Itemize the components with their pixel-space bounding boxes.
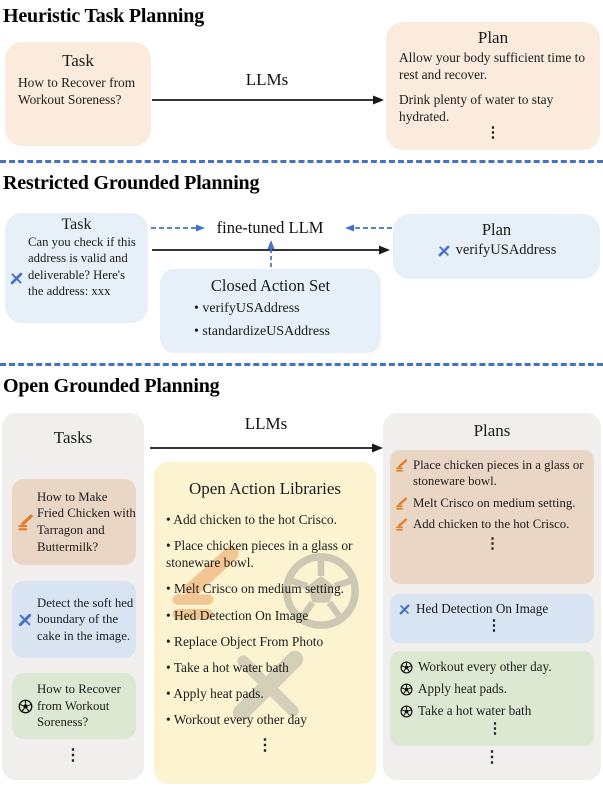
tasks-ellipsis: ⋮ <box>65 747 81 764</box>
task-card-text: How to Recover from Workout Soreness? <box>37 682 121 730</box>
library-item: Apply heat pads. <box>166 685 368 702</box>
task-card-text: How to Make Fried Chicken with Tarragon … <box>37 489 136 554</box>
library-item: Workout every other day <box>166 711 368 728</box>
library-item: Place chicken pieces in a glass or stone… <box>166 537 368 571</box>
library-item: Replace Object From Photo <box>166 633 368 650</box>
heuristic-plan-ellipsis: ⋮ <box>485 124 501 141</box>
open-arrow <box>150 443 383 453</box>
heuristic-task-box: Task How to Recover from Workout Sorenes… <box>5 42 151 146</box>
actionset-to-llm-dashed-arrow <box>267 240 275 267</box>
tools-icon <box>10 272 23 285</box>
heuristic-plan-box: Plan Allow your body sufficient time to … <box>386 22 600 150</box>
finetuned-llm-label: fine-tuned LLM <box>216 218 324 237</box>
task-card-tools: Detect the soft hed boundary of the cake… <box>12 581 136 658</box>
restricted-section-heading: Restricted Grounded Planning <box>3 172 260 194</box>
closed-action-set-title: Closed Action Set <box>210 276 331 295</box>
closed-action-item: standardizeUSAddress <box>160 324 381 340</box>
library-item: Take a hot water bath <box>166 659 368 676</box>
plan-to-llm-dashed-arrow <box>345 224 392 232</box>
task-card-soccer: How to Recover from Workout Soreness? <box>12 673 136 739</box>
plan-item: Place chicken pieces in a glass or stone… <box>413 458 584 489</box>
section-divider <box>0 160 603 163</box>
plan-card-cooking: Place chicken pieces in a glass or stone… <box>390 450 594 584</box>
heuristic-task-title: Task <box>62 51 94 70</box>
heuristic-section-heading: Heuristic Task Planning <box>3 5 205 27</box>
plan-item: Workout every other day. <box>418 659 552 674</box>
open-llm-label: LLMs <box>244 414 288 433</box>
task-card-text: Detect the soft hed boundary of the cake… <box>37 595 134 643</box>
heuristic-arrow <box>152 95 384 105</box>
cooking-icon <box>17 513 33 531</box>
closed-action-set-box: Closed Action Set verifyUSAddress standa… <box>160 269 381 353</box>
soccer-icon <box>18 699 33 713</box>
heuristic-llm-label: LLMs <box>245 70 289 89</box>
restricted-arrow <box>152 245 390 255</box>
heuristic-plan-title: Plan <box>477 28 509 47</box>
cooking-icon <box>395 459 408 472</box>
library-item: Add chicken to the hot Crisco. <box>166 511 368 528</box>
plan-card-tools: Hed Detection On Image ⋮ <box>390 594 594 643</box>
plan-card-ellipsis: ⋮ <box>486 617 502 634</box>
heuristic-task-text: How to Recover from Workout Soreness? <box>18 75 136 108</box>
heuristic-plan-item: Drink plenty of water to stay hydrated. <box>399 92 554 125</box>
open-action-libraries-box: Open Action Libraries Add chicken to the… <box>154 462 376 784</box>
plan-card-ellipsis: ⋮ <box>487 721 503 738</box>
tools-icon <box>18 613 32 626</box>
tools-icon <box>438 245 450 257</box>
soccer-icon <box>400 683 413 696</box>
open-tasks-title: Tasks <box>53 428 93 447</box>
cooking-icon <box>395 518 408 531</box>
restricted-plan-title: Plan <box>481 220 512 239</box>
open-plans-title: Plans <box>473 421 511 440</box>
closed-action-item: verifyUSAddress <box>160 301 381 317</box>
plan-item: Add chicken to the hot Crisco. <box>413 516 570 531</box>
section-divider <box>0 363 603 366</box>
plan-item: Take a hot water bath <box>418 702 532 718</box>
plan-item: Melt Crisco on medium setting. <box>413 495 576 510</box>
plan-card-soccer: Workout every other day. Apply heat pads… <box>390 651 594 746</box>
restricted-task-box: Task Can you check if this address is va… <box>5 213 148 323</box>
soccer-icon <box>400 705 413 718</box>
open-action-libraries-title: Open Action Libraries <box>188 479 341 498</box>
task-to-llm-dashed-arrow <box>151 224 205 232</box>
open-section-heading: Open Grounded Planning <box>3 375 220 397</box>
restricted-plan-item: verifyUSAddress <box>393 242 600 259</box>
task-card-cooking: How to Make Fried Chicken with Tarragon … <box>12 479 136 565</box>
plans-ellipsis: ⋮ <box>484 749 500 766</box>
tools-icon <box>399 604 410 615</box>
library-ellipsis: ⋮ <box>257 737 273 755</box>
restricted-plan-box: Plan verifyUSAddress <box>393 214 600 279</box>
library-item: Hed Detection On Image <box>166 607 368 624</box>
soccer-icon <box>400 661 413 674</box>
library-item: Melt Crisco on medium setting. <box>166 580 368 597</box>
plan-card-ellipsis: ⋮ <box>485 536 500 552</box>
restricted-task-title: Task <box>61 216 92 233</box>
restricted-plan-item-label: verifyUSAddress <box>455 242 557 258</box>
plan-item: Apply heat pads. <box>418 680 507 696</box>
cooking-icon <box>395 496 408 510</box>
heuristic-plan-item: Allow your body sufficient time to rest … <box>399 50 586 83</box>
plan-item: Hed Detection On Image <box>416 601 549 616</box>
restricted-task-text: Can you check if this address is valid a… <box>28 235 136 298</box>
